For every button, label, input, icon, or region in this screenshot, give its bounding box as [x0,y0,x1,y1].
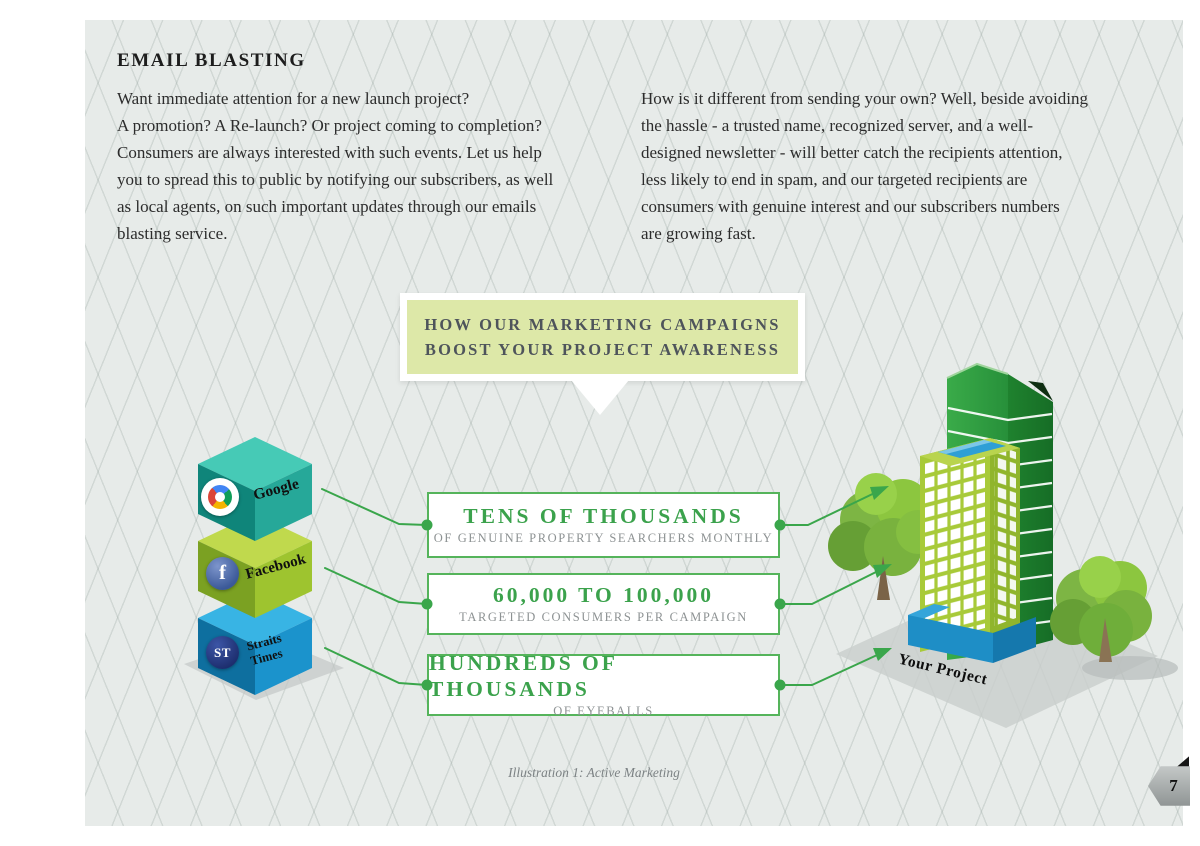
callout-text: HOW OUR MARKETING CAMPAIGNS BOOST YOUR P… [407,300,798,374]
intro-paragraph-right: How is it different from sending your ow… [641,89,1089,243]
stat-subline: OF GENUINE PROPERTY SEARCHERS MONTHLY [433,531,774,545]
straits-times-icon: ST [206,636,239,669]
page-number: 7 [1169,776,1178,795]
google-icon [201,478,239,516]
stat-box-eyeballs: HUNDREDS OF THOUSANDS OF EYEBALLS [427,651,780,718]
facebook-icon: f [206,557,239,590]
stat-subline: TARGETED CONSUMERS PER CAMPAIGN [459,610,748,624]
channel-label-straits-times: Straits Times [245,630,284,669]
section-title: EMAIL BLASTING [117,50,306,71]
project-label: Your Project [896,650,990,689]
callout-pointer [571,380,629,415]
stat-headline: 60,000 TO 100,000 [492,583,715,607]
channel-label-facebook: Facebook [243,551,308,583]
stat-box-searchers: TENS OF THOUSANDS OF GENUINE PROPERTY SE… [427,492,780,558]
callout-line-1: HOW OUR MARKETING CAMPAIGNS [424,315,781,334]
callout-line-2: BOOST YOUR PROJECT AWARENESS [424,340,781,359]
channel-label-google: Google [251,475,301,504]
stat-headline: HUNDREDS OF THOUSANDS [429,651,618,701]
document-page: EMAIL BLASTING Want immediate attention … [85,20,1183,826]
stat-box-consumers: 60,000 TO 100,000 TARGETED CONSUMERS PER… [427,573,780,635]
callout-banner: HOW OUR MARKETING CAMPAIGNS BOOST YOUR P… [400,293,805,381]
stat-subline: OF EYEBALLS [553,704,654,718]
intro-paragraph-left: Want immediate attention for a new launc… [117,89,554,243]
stat-headline: TENS OF THOUSANDS [463,504,744,528]
illustration-caption: Illustration 1: Active Marketing [508,765,680,780]
